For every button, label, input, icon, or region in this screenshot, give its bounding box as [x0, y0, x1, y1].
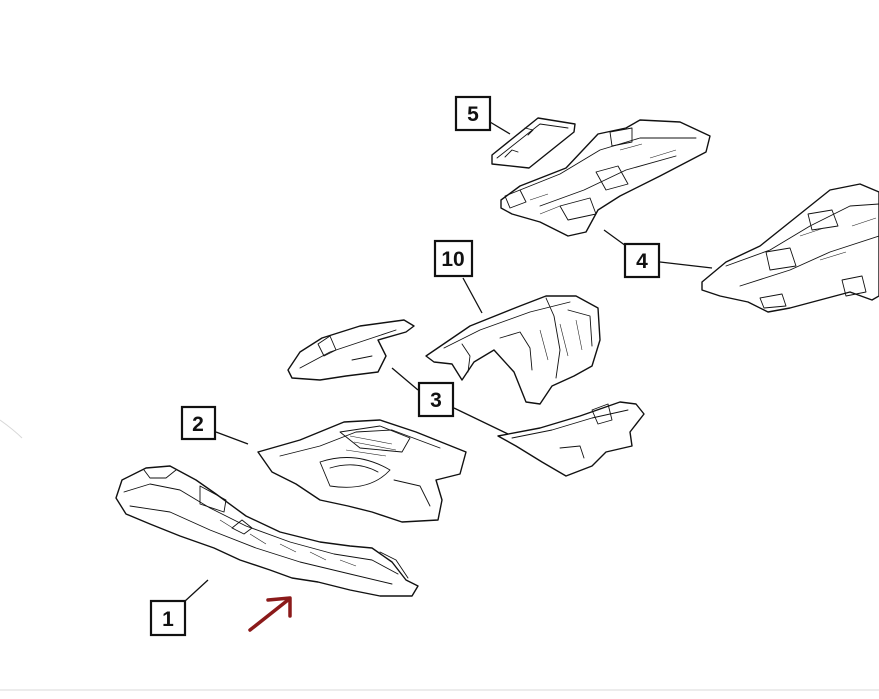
- part-3-left-shield: [287, 319, 415, 381]
- callout-5: 5: [454, 95, 492, 132]
- callout-1: 1: [149, 599, 187, 637]
- part-5-cover: [491, 117, 576, 169]
- part-10-tunnel-shield: [425, 295, 601, 405]
- part-4-upper-skid: [500, 119, 711, 237]
- part-1-front-shield: [115, 465, 419, 597]
- part-2-belly-pan: [257, 419, 467, 523]
- leader-2: [215, 431, 249, 445]
- highlight-arrow: [248, 596, 292, 632]
- part-4-right-skid: [701, 183, 879, 313]
- leader-3-right: [453, 407, 509, 435]
- leader-1: [183, 579, 209, 603]
- callout-4-label: 4: [636, 250, 648, 273]
- frame-left-edge: [0, 419, 23, 439]
- callout-5-label: 5: [467, 103, 479, 126]
- leader-4-right: [659, 261, 713, 269]
- leader-10: [462, 277, 483, 314]
- callout-2-label: 2: [192, 413, 204, 436]
- callout-3: 3: [417, 381, 455, 418]
- callout-10-label: 10: [441, 248, 464, 271]
- leader-5: [489, 121, 511, 135]
- callout-4: 4: [623, 242, 661, 279]
- callout-2: 2: [180, 405, 217, 441]
- part-3-right-shield: [497, 401, 645, 477]
- leader-3-left: [391, 367, 419, 391]
- callout-10: 10: [433, 239, 474, 278]
- leader-4-upper: [603, 229, 627, 247]
- callout-3-label: 3: [430, 389, 442, 412]
- callout-1-label: 1: [162, 608, 174, 631]
